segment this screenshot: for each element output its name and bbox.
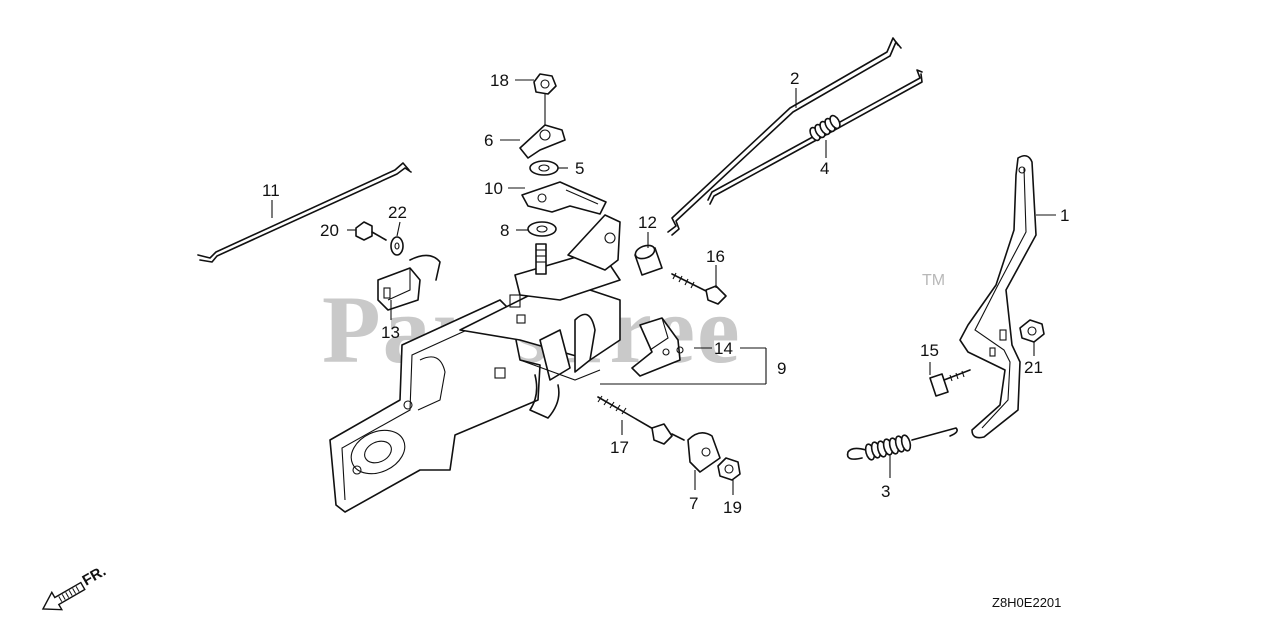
part-screw-20[interactable] xyxy=(355,221,387,241)
front-direction-indicator: FR. xyxy=(41,563,109,611)
leader-lines xyxy=(271,79,1056,495)
part-spring-3[interactable] xyxy=(846,427,958,461)
callout-21: 21 xyxy=(1024,358,1043,377)
part-lever-1[interactable] xyxy=(959,154,1037,439)
callout-20: 20 xyxy=(320,221,339,240)
callouts: 1 2 3 4 5 6 7 8 9 10 11 12 13 14 15 16 1… xyxy=(262,69,1069,517)
front-arrow-icon xyxy=(41,581,86,611)
part-bolt-15[interactable] xyxy=(929,369,971,397)
part-washer-5[interactable] xyxy=(529,160,559,176)
callout-7: 7 xyxy=(689,494,698,513)
part-plate-6[interactable] xyxy=(519,124,566,159)
watermark-trademark: TM xyxy=(922,272,945,289)
callout-18: 18 xyxy=(490,71,509,90)
part-rod-2[interactable] xyxy=(667,37,902,236)
callout-8: 8 xyxy=(500,221,509,240)
part-nut-18[interactable] xyxy=(533,73,557,95)
callout-13: 13 xyxy=(381,323,400,342)
spring-4-coil xyxy=(809,114,841,142)
front-label: FR. xyxy=(80,563,109,590)
callout-10: 10 xyxy=(484,179,503,198)
part-nut-19[interactable] xyxy=(717,457,741,481)
diagram-code: Z8H0E2201 xyxy=(992,595,1061,610)
callout-12: 12 xyxy=(638,213,657,232)
callout-19: 19 xyxy=(723,498,742,517)
callout-15: 15 xyxy=(920,341,939,360)
part-rod-spring-4[interactable] xyxy=(707,69,923,205)
spring-3-coil xyxy=(864,434,912,461)
callout-4: 4 xyxy=(820,159,829,178)
part-washer-22[interactable] xyxy=(390,236,404,256)
part-bolt-17[interactable] xyxy=(597,395,685,445)
part-plate-7[interactable] xyxy=(687,432,721,473)
part-rod-11[interactable] xyxy=(197,162,412,263)
part-shaft-bolt xyxy=(535,243,547,275)
callout-1: 1 xyxy=(1060,206,1069,225)
callout-5: 5 xyxy=(575,159,584,178)
callout-16: 16 xyxy=(706,247,725,266)
callout-17: 17 xyxy=(610,438,629,457)
part-lever-plate-10[interactable] xyxy=(521,181,607,215)
part-collar-12[interactable] xyxy=(634,243,663,276)
part-control-base-9[interactable] xyxy=(329,214,621,513)
part-switch-13[interactable] xyxy=(377,254,441,311)
part-bolt-16[interactable] xyxy=(671,272,727,305)
callout-22: 22 xyxy=(388,203,407,222)
callout-11: 11 xyxy=(262,181,280,200)
callout-6: 6 xyxy=(484,131,493,150)
callout-14: 14 xyxy=(714,339,733,358)
callout-2: 2 xyxy=(790,69,799,88)
part-washer-8[interactable] xyxy=(527,221,557,237)
part-bracket-14[interactable] xyxy=(631,317,684,377)
callout-9: 9 xyxy=(777,359,786,378)
callout-3: 3 xyxy=(881,482,890,501)
part-nut-21[interactable] xyxy=(1019,319,1045,343)
